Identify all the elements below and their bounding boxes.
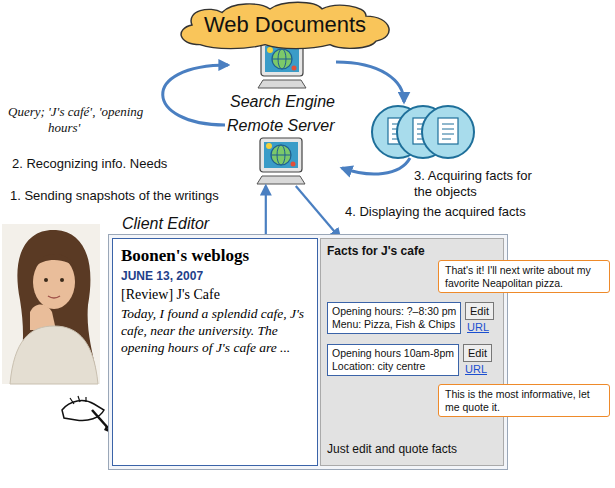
node-text: Edit [470,304,489,318]
icon-slot [256,136,306,186]
step-label: 3. Acquiring facts for the objects [414,168,544,200]
node-text: Web Documents [204,12,366,38]
url-link: URL [465,363,487,376]
node-text: Today, I found a splendid cafe, J's cafe… [121,305,309,356]
cycle-arc [342,158,410,174]
node-text: Location: city centre [332,360,454,373]
query-label: Query; 'J's café', 'opening hours' [8,104,148,136]
edit-button: Edit [465,302,494,320]
speech-callout: That's it! I'll next write about my favo… [438,260,610,293]
girl-photo [2,224,100,384]
node-text: Facts for J's cafe [327,243,497,259]
weblog-box: Boonen's weblogsJUNE 13, 2007 [Review] J'… [112,238,318,466]
node-text: Menu: Pizza, Fish & Chips [332,318,456,331]
icon-slot [257,40,307,90]
speech-callout: This is the most informative, let me quo… [438,384,610,417]
node-text: That's it! I'll next write about my favo… [445,264,603,289]
remote-server-node: Remote Server [225,116,337,186]
search-engine-node: Search Engine [228,40,337,111]
node-text: Search Engine [230,92,335,111]
server-icon [257,138,305,184]
node-text: Opening hours: ?–8:30 pm [332,305,456,318]
node-text: Remote Server [227,116,335,135]
step-label: 2. Recognizing info. Needs [12,156,167,172]
node-text: Edit [468,346,487,360]
flow-arrow [296,186,340,238]
fact-box: Opening hours: ?–8:30 pmMenu: Pizza, Fis… [327,302,461,334]
pen-hand-icon [62,396,111,433]
document-stack [372,106,474,158]
step-label: 1. Sending snapshots of the writings [10,188,219,204]
node-text: Opening hours 10am-8pm [332,347,454,360]
node-text: JUNE 13, 2007 [121,268,309,284]
node-text: Just edit and quote facts [327,441,497,457]
flow-arrow [163,65,228,125]
node-text: Boonen's weblogs [121,245,309,266]
node-text: This is the most informative, let me quo… [445,388,603,413]
edit-button: Edit [463,344,492,362]
node-text: [Review] J's Cafe [121,286,309,304]
step-label: 4. Displaying the acquired facts [345,204,526,220]
cloud-node: Web Documents [170,0,400,50]
client-editor: Client EditorBoonen's weblogsJUNE 13, 20… [108,214,508,470]
fact-box: Opening hours 10am-8pmLocation: city cen… [327,344,459,376]
url-link: URL [467,321,489,334]
flow-arrow [265,186,267,238]
cycle-arc [336,62,404,102]
